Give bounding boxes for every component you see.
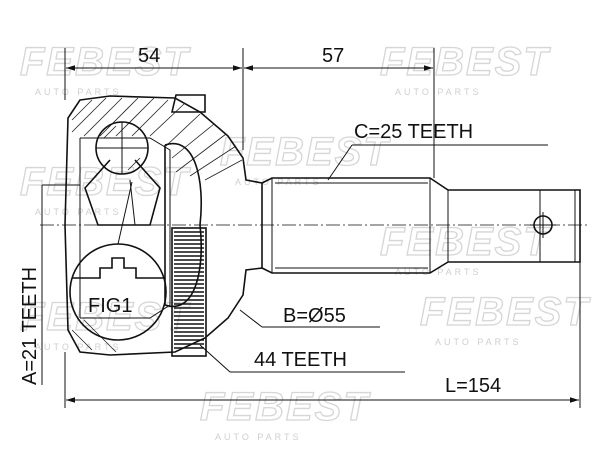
dim-total-length: L=154: [64, 262, 581, 408]
watermark-group: FEBEST AUTO PARTS FEBEST AUTO PARTS FEBE…: [19, 39, 591, 442]
outer-shaft: [261, 177, 581, 274]
dim-shaft-length: 57: [244, 45, 435, 178]
watermark-tagline: AUTO PARTS: [395, 87, 482, 97]
watermark-brand: FEBEST: [380, 40, 551, 84]
outer-spline-label: C=25 TEETH: [354, 121, 473, 143]
abs-ring-label: 44 TEETH: [254, 349, 347, 371]
inner-spline-label: A=21 TEETH: [19, 267, 41, 385]
watermark-brand: FEBEST: [20, 295, 191, 339]
dim-total-length-label: L=154: [445, 375, 501, 397]
watermark-tagline: AUTO PARTS: [215, 432, 302, 442]
watermark-tagline: AUTO PARTS: [35, 207, 122, 217]
watermark-tagline: AUTO PARTS: [435, 337, 522, 347]
watermark-brand: FEBEST: [220, 130, 391, 174]
abs-tone-ring: [171, 227, 207, 357]
watermark-tagline: AUTO PARTS: [235, 177, 322, 187]
bell-housing: [64, 94, 263, 356]
watermark-brand: FEBEST: [420, 290, 591, 334]
dim-shaft-length-label: 57: [322, 45, 344, 67]
watermark-brand: FEBEST: [200, 385, 371, 429]
callout-inner-spline: A=21 TEETH: [19, 184, 80, 385]
diameter-label: B=Ø55: [283, 305, 346, 327]
watermark-tagline: AUTO PARTS: [395, 267, 482, 277]
dim-boot-length: 54: [64, 45, 244, 150]
callout-diameter: B=Ø55: [239, 305, 380, 328]
dim-boot-length-label: 54: [138, 45, 160, 67]
fig1-detail: FIG1: [69, 181, 167, 341]
fig1-label: FIG1: [88, 295, 132, 317]
abs-ring-outline: [171, 227, 207, 357]
callout-abs-ring: 44 TEETH: [199, 344, 405, 373]
watermark-brand: FEBEST: [380, 220, 551, 264]
watermark-tagline: AUTO PARTS: [35, 342, 122, 352]
watermark-brand: FEBEST: [20, 40, 191, 84]
callout-outer-spline: C=25 TEETH: [327, 121, 548, 181]
watermark-tagline: AUTO PARTS: [35, 87, 122, 97]
